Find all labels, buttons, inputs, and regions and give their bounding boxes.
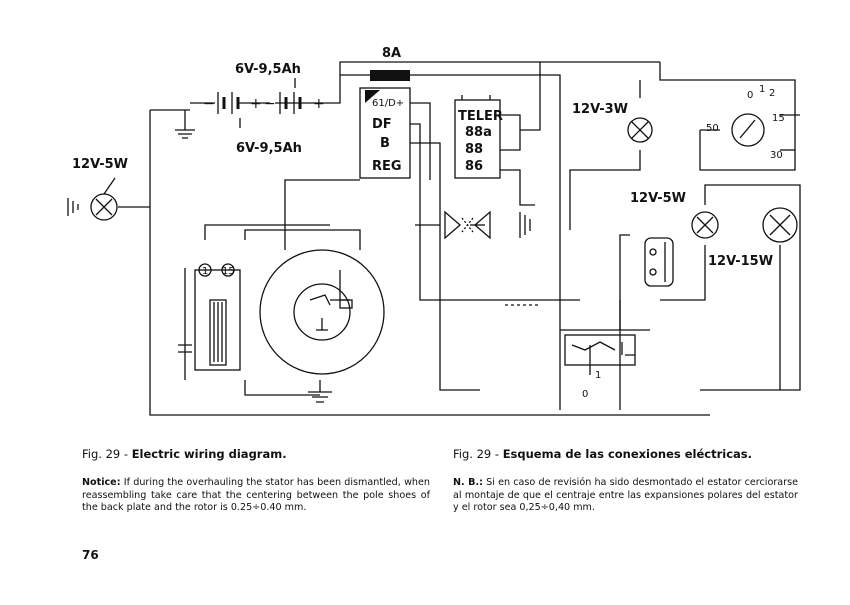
caption-en-title: Fig. 29 - Electric wiring diagram. [82, 448, 422, 461]
teler-88a: 88a [465, 125, 492, 140]
ignition-coil: 1 15 [178, 263, 241, 371]
lamp-big-label: 12V-15W [708, 254, 773, 269]
wires [118, 61, 801, 416]
ground-symbols [67, 110, 531, 403]
svg-text:−: − [264, 96, 276, 112]
teler-86: 86 [465, 159, 483, 174]
caption-es-notice-text: Si en caso de revisión ha sido desmontad… [453, 477, 798, 514]
wiring-diagram: − + − + 6V-9,5Ah 6V-9,5Ah 8A 61/D+ DF B … [67, 46, 801, 416]
lamp-big: 12V-15W [708, 207, 798, 269]
svg-text:−: − [203, 96, 215, 112]
caption-en-notice-text: If during the overhauling the stator has… [82, 477, 430, 514]
svg-text:+: + [250, 96, 262, 112]
coil-terminal-15: 15 [222, 266, 235, 277]
caption-en-notice: Notice: If during the overhauling the st… [82, 477, 430, 515]
caption-en-notice-label: Notice: [82, 477, 121, 488]
lamp-top-right: 12V-3W [572, 102, 653, 143]
lamp-left: 12V-5W [72, 157, 128, 221]
switch-terminal-0: 0 [747, 90, 753, 101]
lamp-top-right-label: 12V-3W [572, 102, 628, 117]
ground-left-top [175, 110, 195, 139]
caption-es-notice-label: N. B.: [453, 477, 483, 488]
lamp-left-label: 12V-5W [72, 157, 128, 172]
caption-es-heading: Esquema de las conexiones eléctricas. [502, 447, 752, 461]
switch-terminal-2: 2 [769, 88, 775, 99]
regulator: 61/D+ DF B REG [359, 87, 411, 179]
lamp-mid-right: 12V-5W [630, 191, 719, 239]
lowswitch-terminal-0: 0 [582, 389, 588, 400]
ignition-switch: 0 1 2 15 50 30 [706, 84, 785, 161]
headlight-symbol [444, 210, 491, 240]
svg-text:+: + [313, 96, 325, 112]
reg-terminal-df: DF [372, 117, 392, 132]
switch-terminal-30: 30 [770, 150, 783, 161]
switch-terminal-50: 50 [706, 123, 719, 134]
page-number: 76 [82, 548, 99, 562]
switch-terminal-15: 15 [772, 113, 785, 124]
caption-es-title: Fig. 29 - Esquema de las conexiones eléc… [453, 448, 813, 461]
fuse: 8A [370, 46, 410, 81]
ground-left-lamp [67, 198, 79, 216]
ground-rotor [308, 380, 332, 403]
reg-terminal-b: B [380, 136, 390, 151]
caption-en-fig: Fig. 29 - [82, 447, 129, 461]
lamp-mid-right-label: 12V-5W [630, 191, 686, 206]
light-switch: 1 0 [564, 334, 636, 400]
battery-bottom-label: 6V-9,5Ah [236, 141, 302, 156]
teler-relay: TELER 88a 88 86 [454, 95, 503, 179]
fuse-label: 8A [382, 46, 401, 61]
switch-terminal-1: 1 [759, 84, 765, 95]
caption-en-heading: Electric wiring diagram. [131, 447, 287, 461]
teler-name: TELER [458, 109, 503, 124]
battery-pack: − + − + 6V-9,5Ah 6V-9,5Ah [190, 62, 325, 156]
coil-terminal-1: 1 [202, 266, 208, 277]
teler-88: 88 [465, 142, 483, 157]
reg-terminal-61d: 61/D+ [372, 98, 404, 109]
instrument-unit [644, 237, 674, 287]
reg-name: REG [372, 159, 402, 174]
caption-es-notice: N. B.: Si en caso de revisión ha sido de… [453, 477, 798, 515]
caption-es-fig: Fig. 29 - [453, 447, 500, 461]
battery-top-label: 6V-9,5Ah [235, 62, 301, 77]
rotor-flywheel [259, 249, 385, 375]
ground-right-headlight [519, 212, 531, 238]
lowswitch-terminal-1: 1 [595, 370, 601, 381]
